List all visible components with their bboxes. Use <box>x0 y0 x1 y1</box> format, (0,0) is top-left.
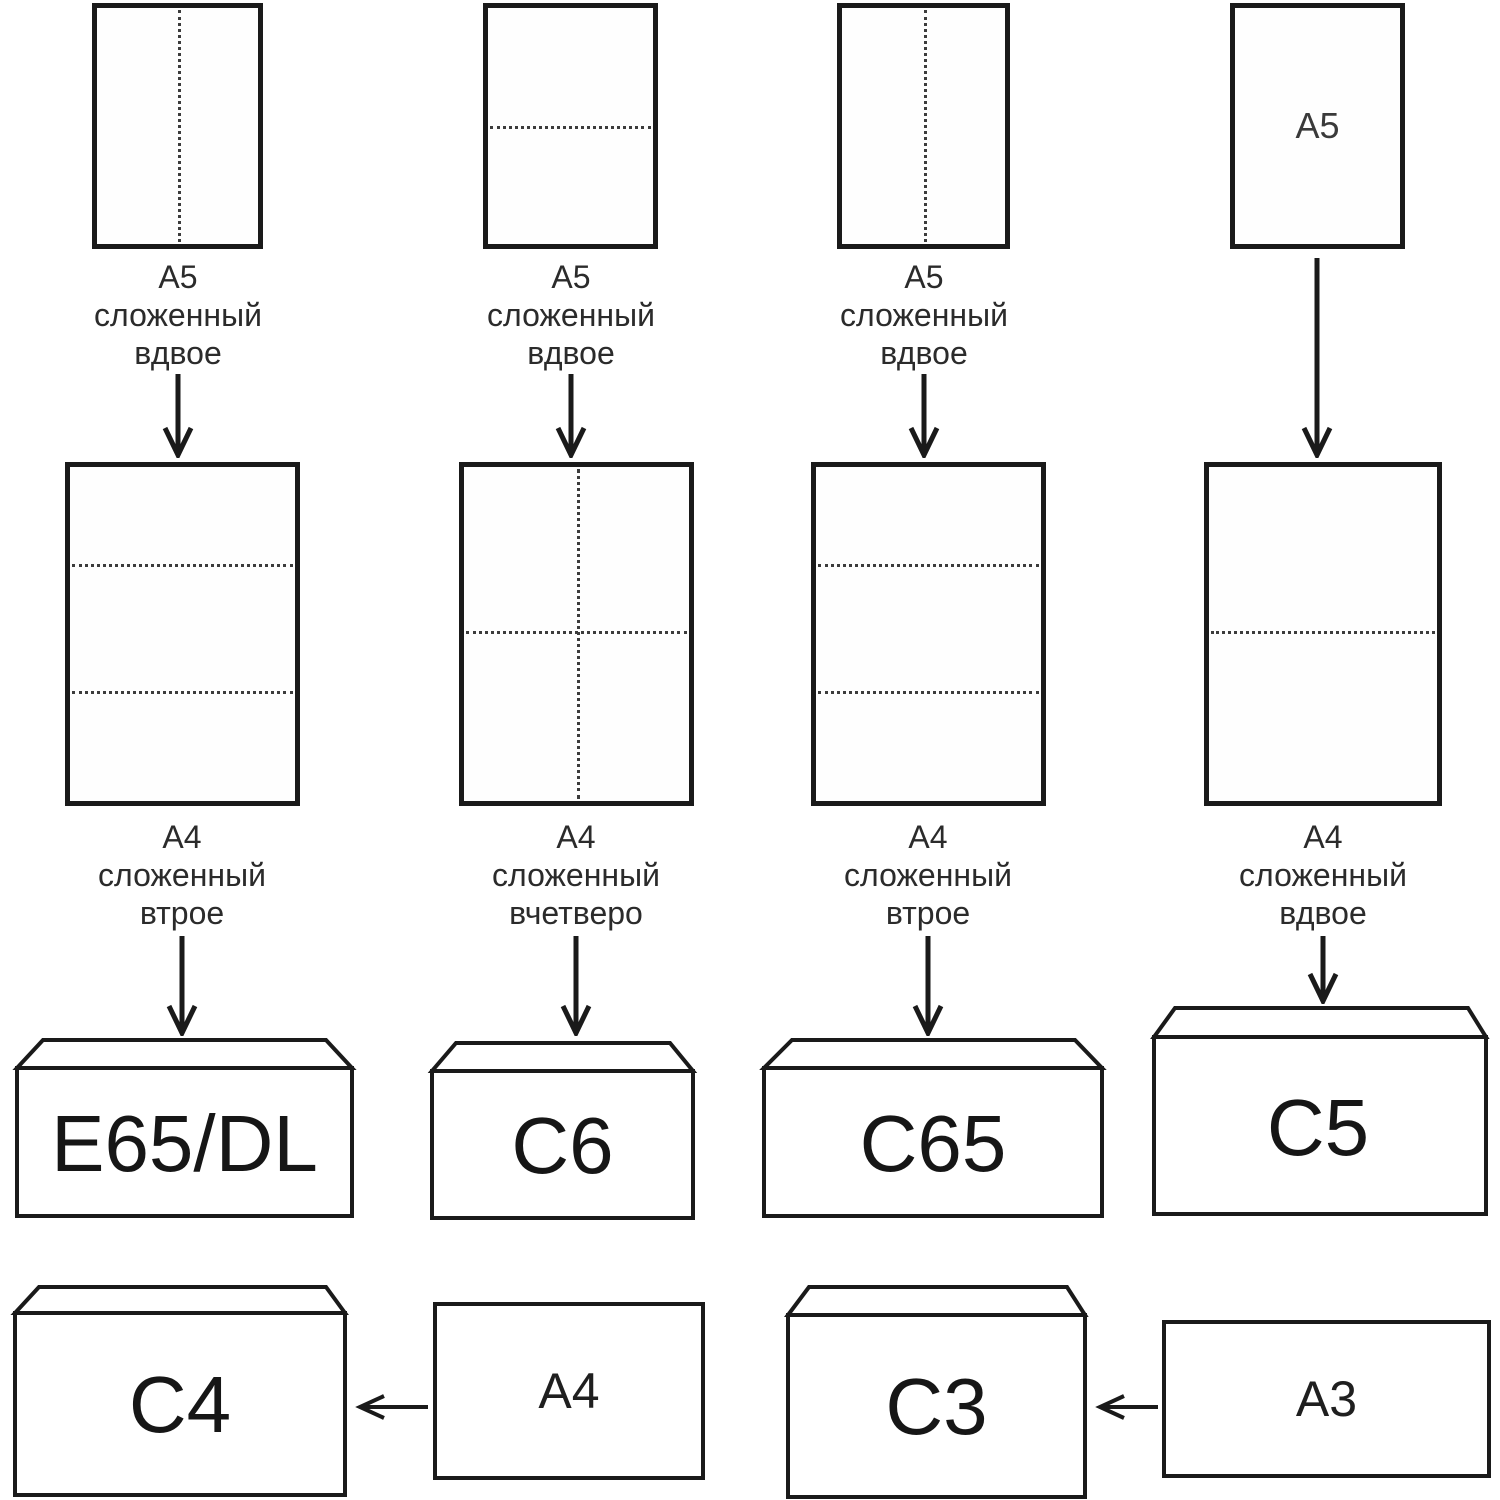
envelope-flap <box>759 1038 1107 1070</box>
caption-line: вчетверо <box>509 895 643 931</box>
arrow-left-icon <box>355 1394 428 1420</box>
envelope-c4: C4 <box>10 1285 349 1497</box>
caption-line: сложенный <box>844 857 1012 893</box>
fold-line-horizontal <box>466 630 687 634</box>
sheet-a5-plain: A5 <box>1230 3 1405 249</box>
sheet-a5-fold-horizontal <box>483 3 658 249</box>
sheet-a4-fold-thirds-2 <box>811 462 1046 806</box>
caption-line: А5 <box>158 259 198 295</box>
caption-line: А4 <box>1303 819 1343 855</box>
envelope-label: C5 <box>1267 1083 1369 1172</box>
envelope-body <box>1152 1035 1488 1216</box>
fold-line-vertical <box>923 10 927 242</box>
caption-line: сложенный <box>840 297 1008 333</box>
fold-line-horizontal <box>1211 630 1435 634</box>
caption-line: втрое <box>139 895 225 931</box>
caption-line: А4 <box>908 819 948 855</box>
caption-line: сложенный <box>94 297 262 333</box>
sheet-label: A5 <box>1295 105 1340 146</box>
sheet-a4-bottom: A4 <box>433 1302 705 1480</box>
caption-line: вдвое <box>880 335 968 371</box>
caption-a4-col3: А4 сложенный втрое <box>768 818 1088 932</box>
arrow-down-icon <box>555 374 587 458</box>
arrow-down-icon <box>560 936 592 1036</box>
envelope-c65: C65 <box>759 1038 1107 1218</box>
arrow-down-icon <box>162 374 194 458</box>
caption-line: вдвое <box>1279 895 1367 931</box>
sheet-label: A3 <box>1295 1371 1358 1427</box>
envelope-e65dl: E65/DL <box>12 1038 357 1218</box>
arrow-down-icon <box>912 936 944 1036</box>
sheet-a4-fold-quarters <box>459 462 694 806</box>
sheet-a4-fold-half <box>1204 462 1442 806</box>
caption-line: сложенный <box>98 857 266 893</box>
caption-line: вдвое <box>134 335 222 371</box>
fold-line-vertical <box>177 10 181 242</box>
fold-line-horizontal <box>818 563 1039 567</box>
caption-a4-col4: А4 сложенный вдвое <box>1163 818 1483 932</box>
arrow-down-icon <box>1307 936 1339 1004</box>
sheet-label: A4 <box>538 1363 600 1419</box>
caption-line: сложенный <box>1239 857 1407 893</box>
arrow-down-icon <box>166 936 198 1036</box>
envelope-body <box>786 1313 1087 1499</box>
fold-line-horizontal <box>818 690 1039 694</box>
caption-line: А5 <box>904 259 944 295</box>
envelope-flap <box>1150 1006 1490 1039</box>
sheet-a5-fold-vertical-1 <box>92 3 263 249</box>
envelope-label: C65 <box>860 1099 1007 1188</box>
envelope-c3: C3 <box>784 1285 1089 1499</box>
envelope-body <box>15 1066 354 1218</box>
arrow-down-icon <box>908 374 940 458</box>
caption-line: А5 <box>551 259 591 295</box>
caption-line: сложенный <box>487 297 655 333</box>
envelope-flap <box>427 1041 698 1073</box>
caption-line: А4 <box>162 819 202 855</box>
caption-a4-col2: А4 сложенный вчетверо <box>416 818 736 932</box>
sheet-a5-fold-vertical-2 <box>837 3 1010 249</box>
fold-line-horizontal <box>72 690 293 694</box>
caption-line: сложенный <box>492 857 660 893</box>
envelope-label: C4 <box>129 1360 231 1449</box>
envelope-label: C6 <box>511 1101 613 1190</box>
sheet-a4-fold-thirds-1 <box>65 462 300 806</box>
sheet-a3-bottom: A3 <box>1162 1320 1491 1478</box>
envelope-label: E65/DL <box>51 1099 318 1188</box>
arrow-left-icon <box>1095 1394 1158 1420</box>
arrow-down-icon <box>1301 258 1333 458</box>
envelope-label: C3 <box>885 1362 987 1451</box>
envelope-c5: C5 <box>1150 1006 1490 1216</box>
caption-line: втрое <box>885 895 971 931</box>
envelope-flap <box>12 1038 357 1070</box>
caption-a5-col3: А5 сложенный вдвое <box>764 258 1084 372</box>
caption-line: вдвое <box>527 335 615 371</box>
caption-a5-col2: А5 сложенный вдвое <box>411 258 731 372</box>
fold-line-horizontal <box>72 563 293 567</box>
envelope-flap <box>784 1285 1089 1317</box>
caption-a4-col1: А4 сложенный втрое <box>22 818 342 932</box>
fold-line-vertical <box>576 469 580 799</box>
envelope-flap <box>10 1285 349 1315</box>
envelope-body <box>13 1311 347 1497</box>
envelope-c6: C6 <box>427 1041 698 1220</box>
fold-line-horizontal <box>490 126 651 129</box>
caption-a5-col1: А5 сложенный вдвое <box>18 258 338 372</box>
envelope-body <box>762 1066 1104 1218</box>
envelope-body <box>430 1069 695 1220</box>
caption-line: А4 <box>556 819 596 855</box>
